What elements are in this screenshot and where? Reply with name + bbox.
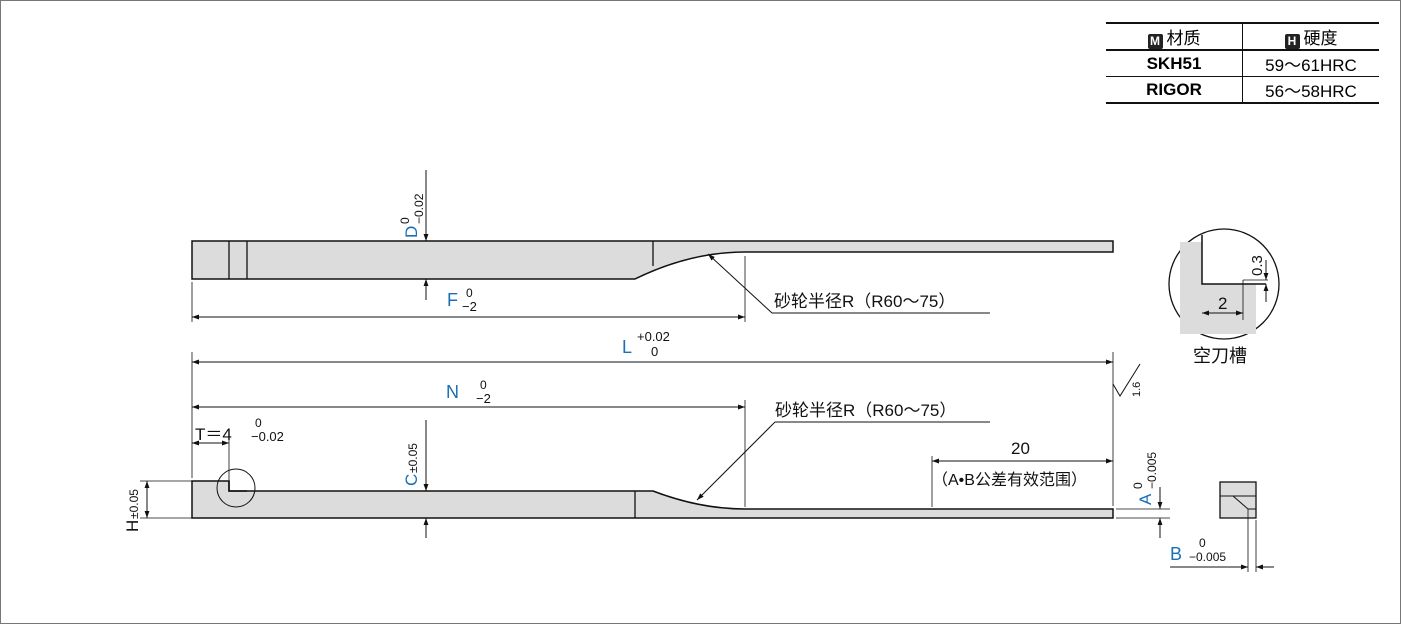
b-tol-lower: −0.005 <box>1189 550 1226 564</box>
front-view-groove <box>228 481 247 492</box>
h-tol: ±0.05 <box>127 489 141 519</box>
a-tol-upper: 0 <box>1131 482 1145 489</box>
grind-radius-leader <box>696 421 776 501</box>
d-tol-lower: −0.02 <box>412 193 426 224</box>
dim-20-label: 20 <box>1011 439 1030 458</box>
roughness-value: 1.6 <box>1131 382 1143 397</box>
n-tol-lower: −2 <box>476 391 491 406</box>
f-tol-lower: −2 <box>462 299 477 314</box>
t-tol-lower: −0.02 <box>251 429 284 444</box>
t-label: T＝4 <box>195 425 232 444</box>
c-tol: ±0.05 <box>406 443 420 473</box>
groove-detail-edge <box>1201 235 1266 285</box>
hardness-cell: 56～58HRC <box>1242 76 1379 104</box>
b-tol-upper: 0 <box>1199 536 1206 550</box>
groove-detail-circle <box>216 468 256 508</box>
hardness-cell: 59～61HRC <box>1242 50 1379 77</box>
f-tol-upper: 0 <box>466 286 473 300</box>
l-label: L <box>622 337 632 357</box>
b-label: B <box>1170 544 1182 564</box>
table-row: SKH51 59～61HRC <box>1106 50 1379 77</box>
n-label: N <box>446 382 459 402</box>
material-cell: SKH51 <box>1106 50 1243 77</box>
table-row: RIGOR 56～58HRC <box>1106 76 1379 104</box>
grind-radius-leader <box>707 253 773 314</box>
l-tol-upper: +0.02 <box>637 329 670 344</box>
n-tol-upper: 0 <box>480 378 487 392</box>
a-tol-lower: −0.005 <box>1145 452 1159 489</box>
grind-radius-label: 砂轮半径R（R60～75） <box>774 292 955 311</box>
ab-tolerance-note: （A•B公差有效范围） <box>932 471 1087 489</box>
t-tol-upper: 0 <box>255 416 262 430</box>
grind-radius-label: 砂轮半径R（R60～75） <box>775 401 956 420</box>
groove-dim-0-3: 0.3 <box>1249 255 1266 276</box>
front-view-part <box>191 480 1114 519</box>
c-label: C <box>402 474 421 486</box>
a-label: A <box>1136 493 1155 505</box>
groove-dim-2: 2 <box>1218 294 1227 313</box>
d-tol-upper: 0 <box>398 217 412 224</box>
surface-roughness-icon <box>1112 363 1141 397</box>
m-box-icon: M <box>1147 34 1163 49</box>
l-tol-lower: 0 <box>651 344 658 359</box>
material-cell: RIGOR <box>1106 76 1243 104</box>
h-label: H <box>123 520 142 532</box>
f-label: F <box>447 290 458 310</box>
end-view-chamfer <box>1232 495 1249 510</box>
groove-title: 空刀槽 <box>1193 346 1247 366</box>
h-box-icon: H <box>1284 34 1300 49</box>
d-label: D <box>402 226 421 238</box>
